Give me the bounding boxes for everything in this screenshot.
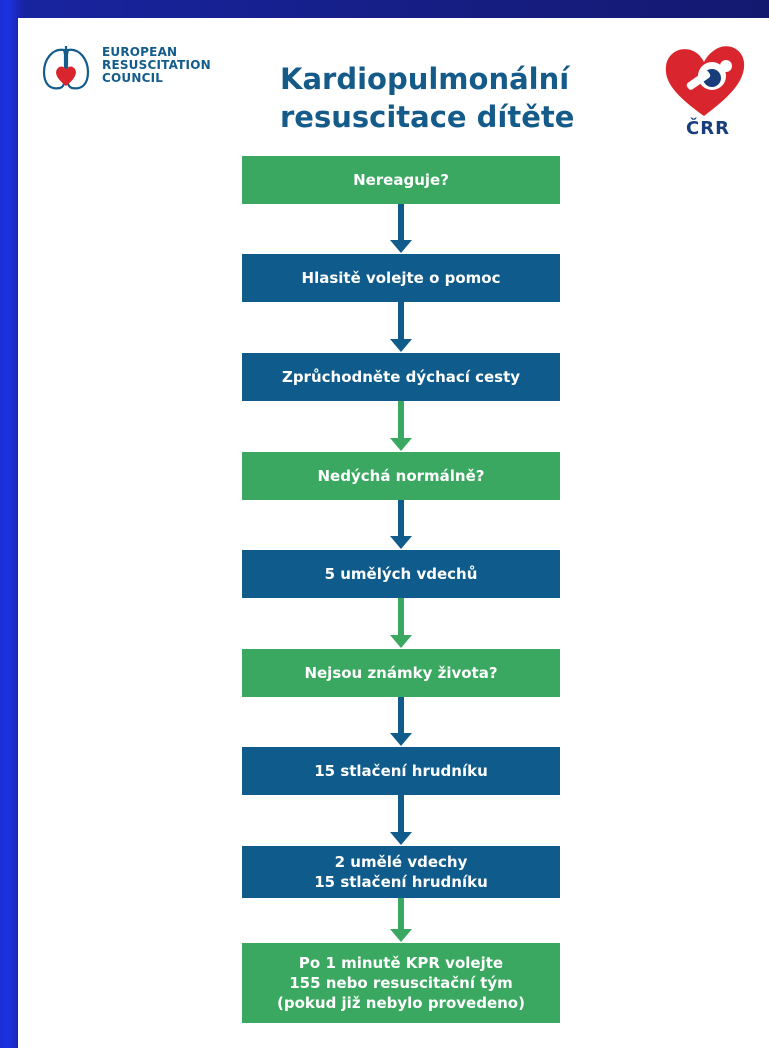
flow-step-label: Nejsou známky života?	[304, 664, 498, 682]
page-title: Kardiopulmonální resuscitace dítěte	[280, 60, 620, 136]
crr-logo: ČRR	[656, 38, 752, 139]
flow-step: 2 umělé vdechy 15 stlačení hrudníku	[242, 846, 560, 898]
erc-wordmark: EUROPEAN RESUSCITATION COUNCIL	[102, 46, 252, 85]
flow-arrow	[390, 500, 412, 549]
flow-arrow	[390, 401, 412, 451]
flow-step-label: 5 umělých vdechů	[324, 565, 478, 583]
flow-arrow	[390, 204, 412, 253]
erc-line: RESUSCITATION	[102, 58, 211, 72]
flow-step-label: 2 umělé vdechy	[334, 853, 468, 871]
flow-step-label: 15 stlačení hrudníku	[314, 873, 488, 891]
flow-step-label: Zprůchodněte dýchací cesty	[281, 368, 521, 386]
flow-arrow	[390, 302, 412, 352]
flow-step-label: Po 1 minutě KPR volejte	[298, 954, 504, 972]
crr-label: ČRR	[686, 118, 730, 139]
lungs-heart-icon	[42, 46, 90, 90]
flow-step-label: Nereaguje?	[353, 171, 449, 189]
slide-panel: EUROPEAN RESUSCITATION COUNCIL Kardiopul…	[18, 18, 769, 1048]
flow-step-label: 15 stlačení hrudníku	[314, 762, 488, 780]
flow-step: Po 1 minutě KPR volejte 155 nebo resusci…	[242, 943, 560, 1023]
erc-line: EUROPEAN	[102, 45, 178, 59]
flow-step: 15 stlačení hrudníku	[242, 747, 560, 795]
title-line: resuscitace dítěte	[280, 100, 575, 134]
flow-step: Zprůchodněte dýchací cesty	[242, 353, 560, 401]
erc-line: COUNCIL	[102, 71, 164, 85]
flow-arrow	[390, 898, 412, 942]
flow-arrow	[390, 795, 412, 845]
flow-connectors	[390, 204, 412, 942]
flow-step: Nereaguje?	[242, 156, 560, 204]
flow-step: Nejsou známky života?	[242, 649, 560, 697]
title-line: Kardiopulmonální	[280, 62, 570, 96]
crr-heart-icon	[665, 46, 745, 116]
flow-step: 5 umělých vdechů	[242, 550, 560, 598]
flow-step-label: Hlasitě volejte o pomoc	[301, 269, 501, 287]
flow-arrow	[390, 598, 412, 648]
flow-step: Hlasitě volejte o pomoc	[242, 254, 560, 302]
erc-logo: EUROPEAN RESUSCITATION COUNCIL	[38, 42, 248, 102]
flow-step-label: Nedýchá normálně?	[317, 467, 485, 485]
flow-step-label: 155 nebo resuscitační tým	[289, 974, 513, 992]
flow-arrow	[390, 697, 412, 746]
flow-step-label: (pokud již nebylo provedeno)	[277, 994, 525, 1012]
flow-step: Nedýchá normálně?	[242, 452, 560, 500]
